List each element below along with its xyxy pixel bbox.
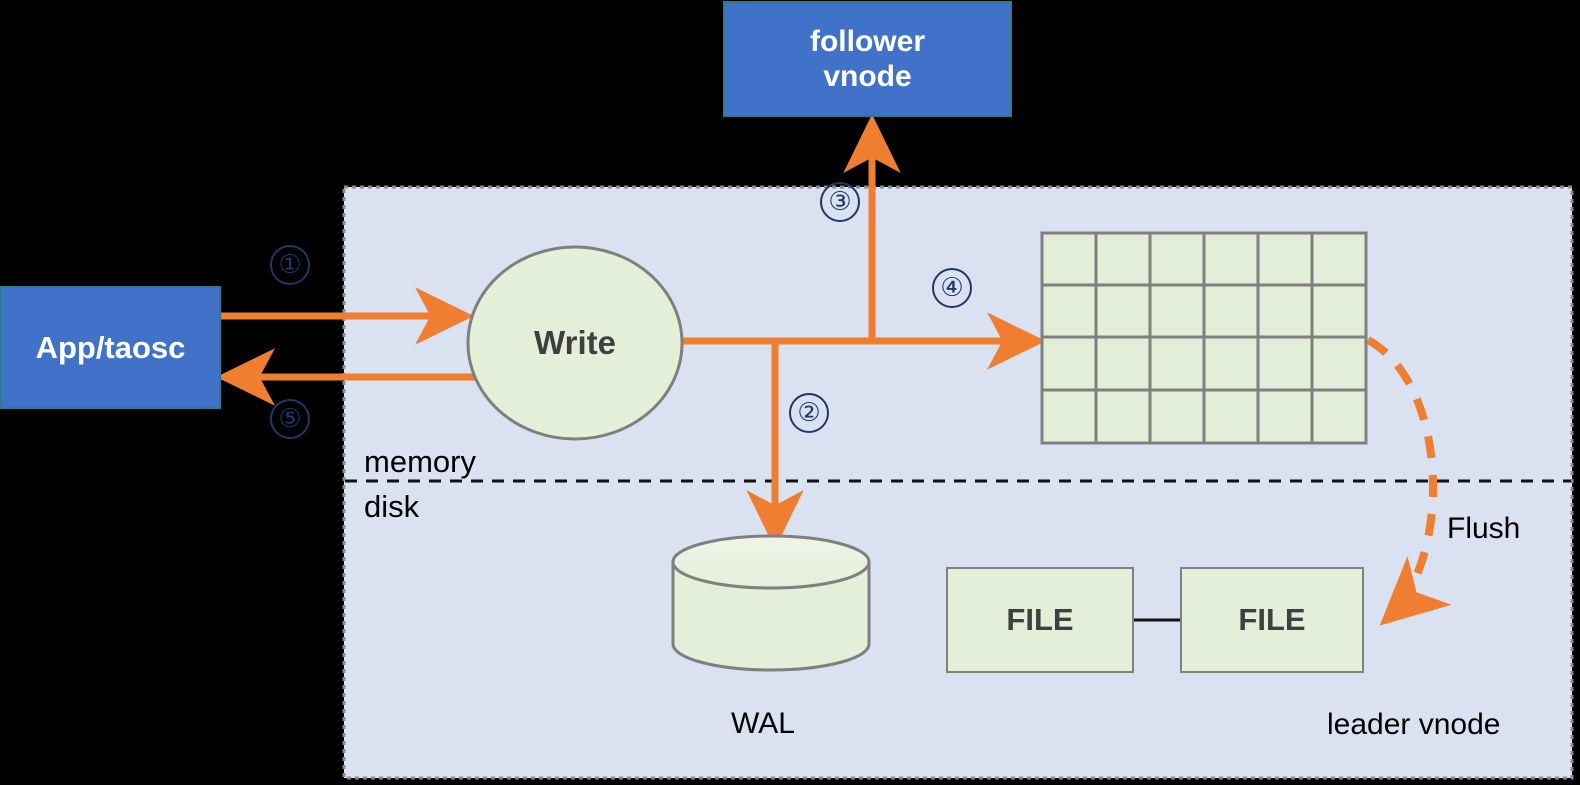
step-number-1: ① bbox=[270, 245, 310, 285]
file-right-label: FILE bbox=[1238, 602, 1306, 637]
write-node[interactable]: Write bbox=[468, 247, 682, 439]
memtable-grid bbox=[1040, 231, 1368, 445]
wal-cylinder-shape bbox=[671, 534, 871, 672]
follower-vnode-node[interactable]: follower vnode bbox=[723, 1, 1012, 117]
leader-vnode-label: leader vnode bbox=[1327, 708, 1501, 741]
memory-label: memory bbox=[364, 444, 476, 479]
disk-label: disk bbox=[364, 489, 420, 524]
connector-flush-curve bbox=[1366, 336, 1452, 626]
wal-label: WAL bbox=[731, 707, 795, 740]
flush-label: Flush bbox=[1447, 512, 1521, 545]
file-node-left[interactable]: FILE bbox=[946, 567, 1134, 673]
write-node-label: Write bbox=[534, 324, 616, 361]
file-node-right[interactable]: FILE bbox=[1180, 567, 1364, 673]
file-left-label: FILE bbox=[1006, 602, 1074, 637]
follower-vnode-label-line1: follower bbox=[809, 24, 925, 58]
app-taosc-label: App/taosc bbox=[35, 329, 186, 365]
step-number-2: ② bbox=[789, 393, 829, 433]
step-number-4: ④ bbox=[932, 268, 972, 308]
step-number-5: ⑤ bbox=[270, 399, 310, 439]
step-number-3: ③ bbox=[820, 182, 860, 222]
write-node-shape bbox=[466, 245, 684, 441]
app-taosc-node[interactable]: App/taosc bbox=[0, 286, 221, 409]
follower-vnode-label-line2: vnode bbox=[823, 60, 912, 93]
